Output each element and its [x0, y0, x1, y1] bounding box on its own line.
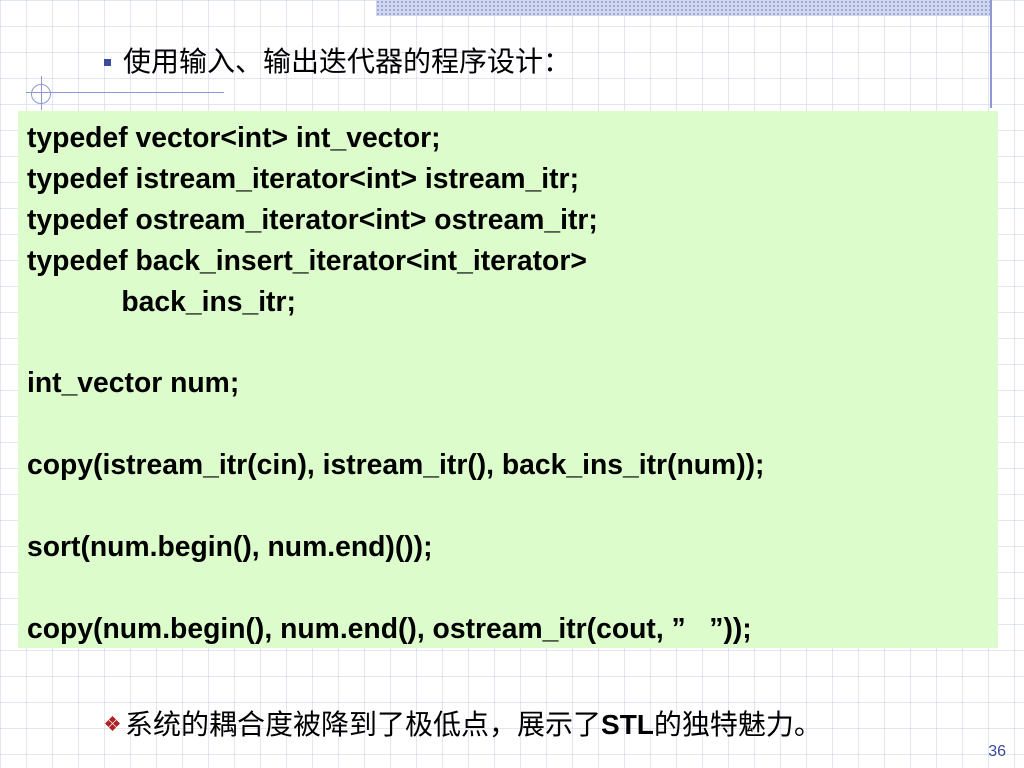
- code-block: typedef vector<int> int_vector; typedef …: [18, 111, 998, 648]
- square-bullet-icon: [104, 58, 111, 66]
- footer-bullet-row: 系统的耦合度被降到了极低点，展示了STL的独特魅力。: [104, 702, 822, 744]
- code-line: [27, 403, 998, 444]
- code-line: copy(istream_itr(cin), istream_itr(), ba…: [27, 448, 765, 481]
- code-line: [27, 321, 998, 362]
- code-line: typedef back_insert_iterator<int_iterato…: [27, 243, 587, 276]
- footer-text-strong: STL: [601, 709, 654, 740]
- code-line: copy(num.begin(), num.end(), ostream_itr…: [27, 611, 752, 644]
- code-line: [27, 567, 998, 608]
- footer-statement: 系统的耦合度被降到了极低点，展示了STL的独特魅力。: [125, 703, 822, 743]
- code-line: back_ins_itr;: [27, 284, 296, 317]
- diamond-bullet-icon: [104, 715, 121, 731]
- code-line: typedef vector<int> int_vector;: [27, 121, 441, 153]
- decorative-horizontal-line: [26, 92, 224, 93]
- code-line: [27, 485, 998, 526]
- top-decorative-band: [376, 0, 992, 16]
- slide-title: 使用输入、输出迭代器的程序设计：: [123, 45, 572, 78]
- footer-text-before: 系统的耦合度被降到了极低点，展示了: [125, 708, 602, 741]
- code-line: typedef ostream_iterator<int> ostream_it…: [27, 202, 598, 235]
- title-row: 使用输入、输出迭代器的程序设计：: [104, 42, 571, 82]
- footer-text-after: 的独特魅力。: [653, 708, 822, 741]
- code-line: typedef istream_iterator<int> istream_it…: [27, 161, 579, 194]
- decorative-vertical-line: [41, 76, 42, 110]
- right-decorative-line: [990, 0, 992, 108]
- page-number: 36: [988, 743, 1006, 760]
- code-line: int_vector num;: [27, 366, 240, 399]
- code-line: sort(num.begin(), num.end)());: [27, 529, 433, 562]
